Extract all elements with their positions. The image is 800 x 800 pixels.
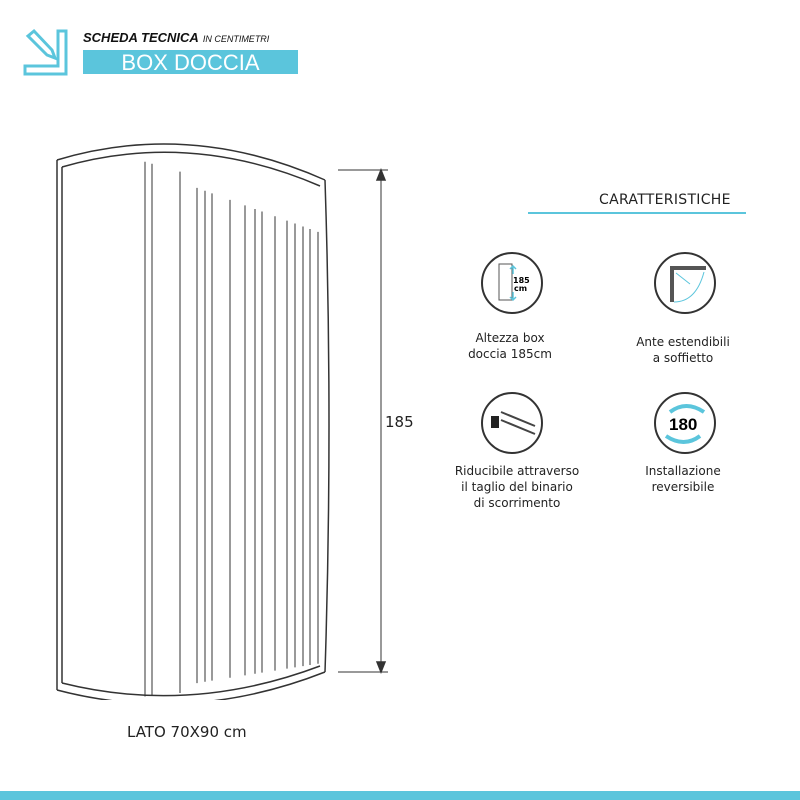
feature-height-label: Altezza box doccia 185cm bbox=[468, 331, 552, 361]
folding-door-icon bbox=[654, 252, 716, 314]
svg-text:cm: cm bbox=[514, 284, 527, 293]
features-title: CARATTERISTICHE bbox=[599, 192, 731, 208]
saw-rail-icon bbox=[481, 392, 543, 454]
product-title: BOX DOCCIA bbox=[83, 50, 298, 75]
rotate-180-icon: 180 bbox=[654, 392, 716, 454]
shower-box-drawing bbox=[56, 143, 388, 700]
bottom-accent-bar bbox=[0, 791, 800, 800]
feature-reducible-label: Riducibile attraverso il taglio del bina… bbox=[454, 464, 580, 510]
features-underline bbox=[528, 212, 746, 214]
ruler-pencil-icon bbox=[23, 28, 68, 76]
side-dimension: LATO 70X90 cm bbox=[127, 723, 247, 741]
svg-text:180: 180 bbox=[669, 415, 697, 434]
height-dimension: 185 bbox=[385, 413, 414, 431]
feature-folding-label: Ante estendibili a soffietto bbox=[636, 335, 730, 365]
feature-reversible-label: Installazione reversibile bbox=[645, 464, 721, 494]
svg-text:185: 185 bbox=[513, 276, 530, 285]
